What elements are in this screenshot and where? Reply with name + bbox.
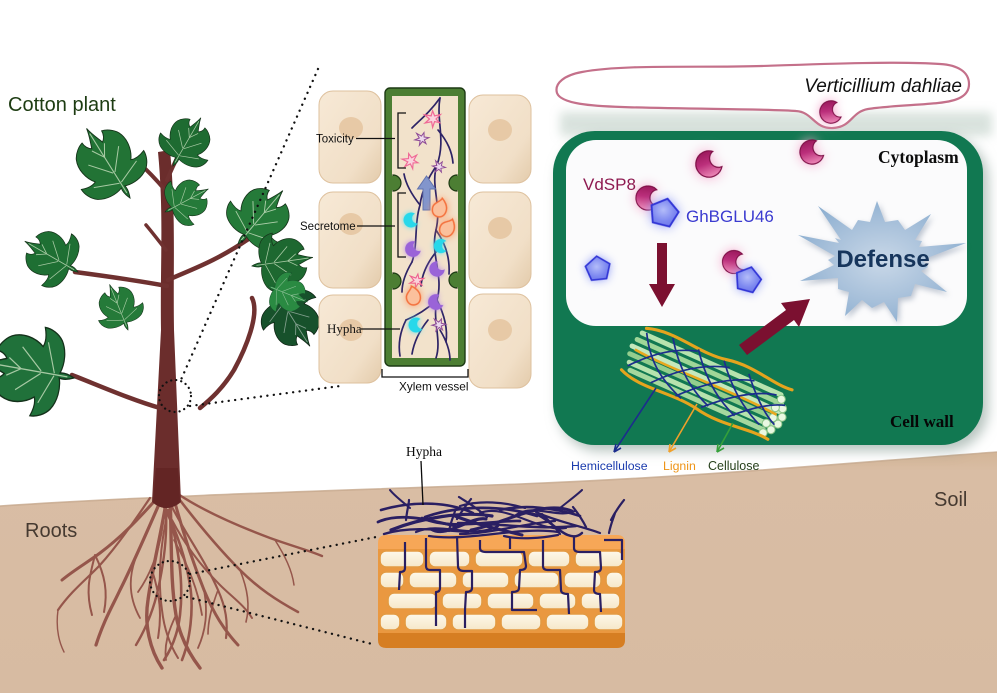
svg-text:VdSP8: VdSP8: [583, 175, 636, 194]
svg-text:Cotton plant: Cotton plant: [8, 94, 116, 116]
svg-text:Hypha: Hypha: [406, 444, 442, 459]
svg-text:Hypha: Hypha: [327, 321, 362, 336]
svg-text:Cytoplasm: Cytoplasm: [878, 147, 959, 167]
svg-text:Xylem vessel: Xylem vessel: [399, 380, 469, 394]
svg-text:GhBGLU46: GhBGLU46: [686, 207, 774, 226]
svg-text:Cell wall: Cell wall: [890, 412, 954, 431]
svg-text:Roots: Roots: [25, 520, 77, 542]
svg-text:Verticillium dahliae: Verticillium dahliae: [804, 76, 962, 97]
svg-text:Hemicellulose: Hemicellulose: [571, 459, 648, 473]
svg-text:Toxicity: Toxicity: [316, 134, 354, 146]
svg-text:Cellulose: Cellulose: [708, 459, 759, 473]
svg-text:Lignin: Lignin: [663, 459, 696, 473]
svg-text:Soil: Soil: [934, 489, 967, 511]
svg-text:Secretome: Secretome: [300, 221, 356, 233]
svg-text:Defense: Defense: [836, 246, 929, 273]
